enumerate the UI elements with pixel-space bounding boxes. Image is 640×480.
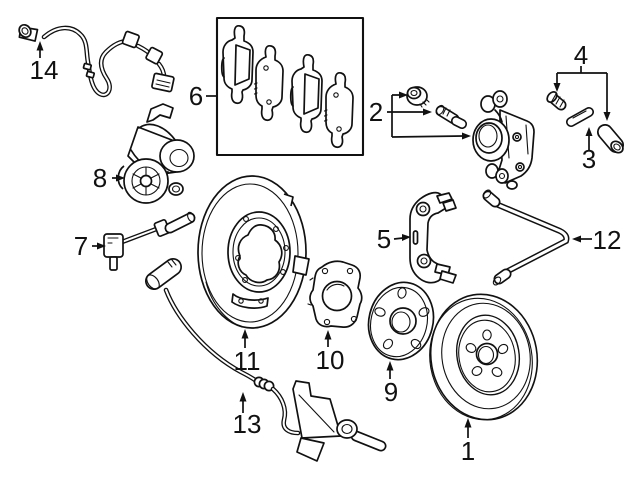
callout-2-bracket [387,94,464,138]
callout-6: 6 [189,81,217,111]
brake-rotor-drawing [429,293,539,421]
callout-7: 7 [74,231,106,261]
parking-brake-actuator-drawing [117,103,195,204]
callout-1: 1 [461,418,475,466]
brake-pad-3 [289,53,323,134]
callout-8: 8 [93,163,125,193]
hub-flange-drawing [367,281,435,361]
callout-2: 2 [369,91,471,140]
callout-2-label: 2 [369,97,383,127]
callout-9-label: 9 [384,377,398,407]
callout-13-label: 13 [233,409,262,439]
callout-4-bracket [556,66,608,113]
callout-8-label: 8 [93,163,107,193]
callout-7-label: 7 [74,231,88,261]
guide-pin-kit-drawing [546,91,624,154]
callout-4: 4 [553,40,611,121]
callout-13: 13 [233,392,262,439]
callout-14-label: 14 [30,55,59,85]
callout-1-label: 1 [461,436,475,466]
callout-3-label: 3 [582,144,596,174]
callout-11: 11 [234,329,261,376]
brake-caliper-drawing [406,86,535,190]
wear-sensor-wire-drawing [145,258,387,462]
brake-pad-set-drawing [215,16,365,157]
brake-pad-1 [220,24,254,105]
callout-5-arrow [393,237,404,240]
callout-3: 3 [582,127,596,174]
callout-14: 14 [30,41,59,85]
speed-sensor-drawing [103,211,196,271]
callout-12: 12 [572,225,621,255]
caliper-bracket-drawing [409,191,457,284]
callout-9: 9 [384,361,398,407]
wheel-bearing-hub-drawing [307,260,363,328]
brake-hose-drawing [482,189,570,286]
callout-12-label: 12 [593,225,622,255]
callout-10: 10 [316,330,345,375]
abs-sensor-harness-drawing [18,23,175,98]
callout-10-label: 10 [316,345,345,375]
splash-shield-drawing [197,175,310,329]
callout-11-label: 11 [234,346,261,376]
brake-pad-2 [253,44,284,122]
callout-4-label: 4 [574,40,588,70]
callout-5: 5 [377,224,411,254]
brake-pad-4 [323,71,354,149]
callout-6-label: 6 [189,81,203,111]
callout-5-label: 5 [377,224,391,254]
